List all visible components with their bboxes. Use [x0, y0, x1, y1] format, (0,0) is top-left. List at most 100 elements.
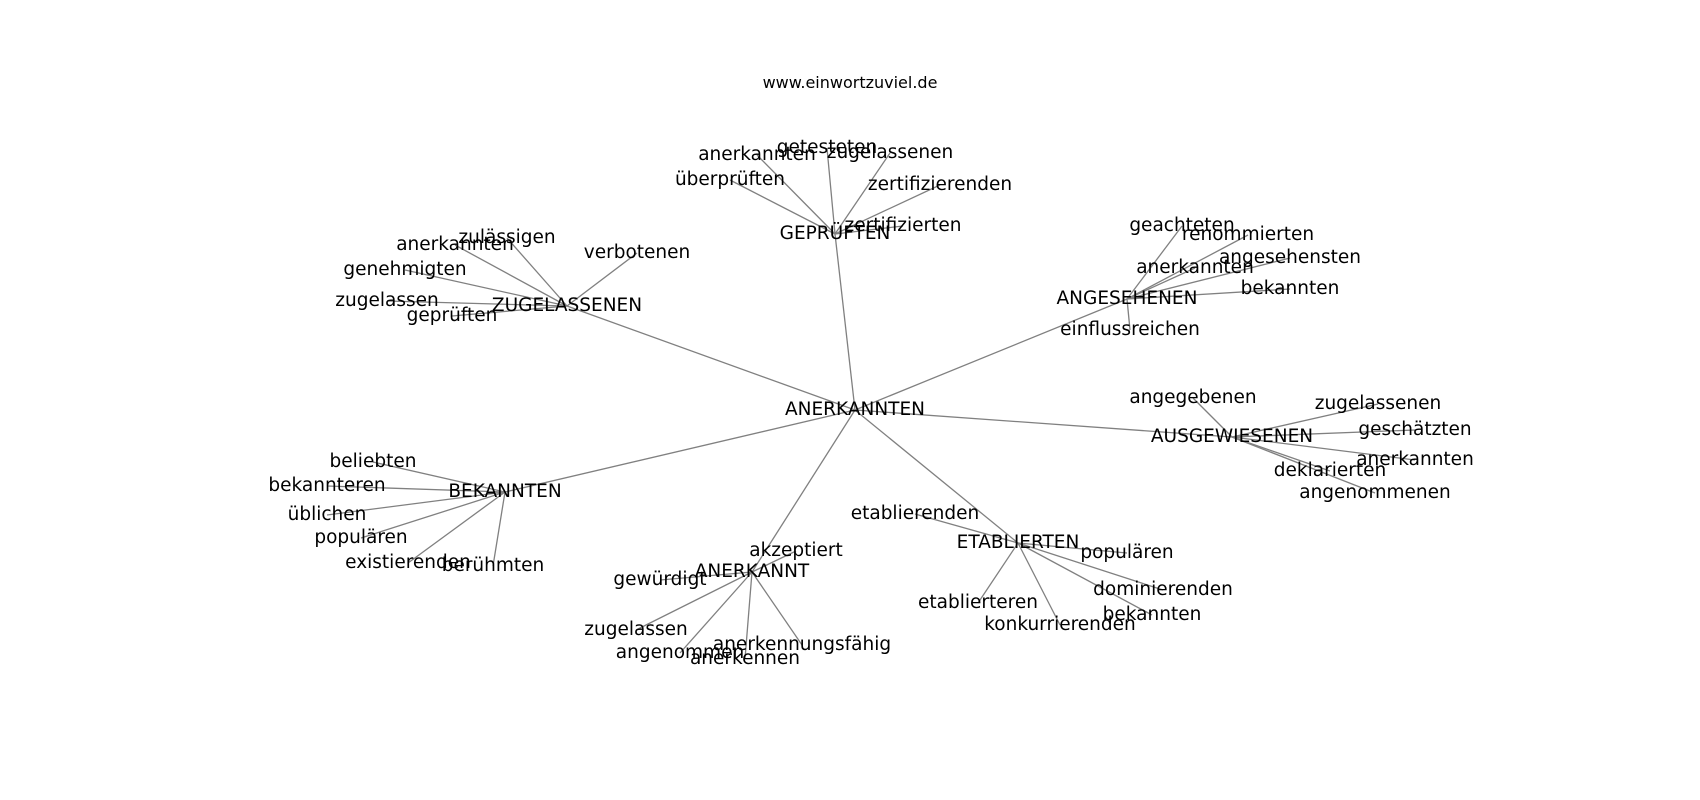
leaf-node-label: zulässigen [458, 227, 555, 248]
edge-hub-leaf [977, 542, 1019, 604]
edge-hub-leaf [1017, 542, 1128, 554]
leaf-node-label: beliebten [330, 451, 417, 472]
hub-node-label: ETABLIERTEN [957, 532, 1080, 553]
leaf-node-label: angegebenen [1129, 387, 1256, 408]
graph-nodes: ANERKANNTENGEPRÜFTENgetestetenanerkannte… [268, 137, 1473, 669]
leaf-node-label: zugelassen [335, 290, 438, 311]
edge-hub-leaf [1126, 288, 1291, 300]
edge-hub-leaf [404, 269, 568, 307]
edge-hub-leaf [729, 179, 836, 235]
hub-node-label: AUSGEWIESENEN [1151, 426, 1313, 447]
leaf-node-label: bekannten [1103, 604, 1202, 625]
leaf-node-label: üblichen [288, 504, 367, 525]
edge-hub-leaf [751, 571, 803, 646]
leaf-node-label: existierenden [345, 552, 471, 573]
edge-hub-leaf [566, 252, 638, 307]
leaf-node-label: zugelassenen [827, 142, 954, 163]
leaf-node-label: anerkannten [698, 144, 816, 165]
leaf-node-label: anerkannten [396, 234, 514, 255]
edge-hub-leaf [659, 571, 753, 581]
edge-hub-leaf [744, 571, 753, 660]
site-url-title: www.einwortzuviel.de [763, 73, 938, 92]
leaf-node-label: dominierenden [1093, 579, 1233, 600]
leaf-node-label: getesteten [777, 137, 877, 158]
edge-hub-leaf [454, 244, 568, 307]
edge-hub-leaf [1126, 298, 1131, 331]
leaf-node-label: bekannten [1241, 278, 1340, 299]
leaf-node-label: zugelassen [584, 619, 687, 640]
root-node-label: ANERKANNTEN [785, 399, 925, 420]
edge-hub-leaf [1231, 436, 1416, 461]
edge-hub-leaf [372, 461, 506, 493]
leaf-node-label: etablierenden [851, 503, 980, 524]
edge-hub-leaf [834, 225, 904, 235]
hub-node-label: ANGESEHENEN [1057, 288, 1198, 309]
leaf-node-label: renommierten [1182, 224, 1314, 245]
edge-root-hub [751, 409, 856, 573]
leaf-node-label: etablierteren [918, 592, 1038, 613]
edge-root-hub [854, 298, 1128, 411]
leaf-node-label: anerkennen [690, 648, 800, 669]
hub-node-label: ANERKANNT [695, 561, 810, 582]
edge-hub-leaf [635, 571, 753, 631]
leaf-node-label: anerkannten [1136, 257, 1254, 278]
edge-hub-leaf [1231, 403, 1379, 438]
hub-node-label: GEPRÜFTEN [780, 222, 891, 244]
edge-hub-leaf [756, 154, 836, 235]
edge-hub-leaf [834, 152, 891, 235]
edge-hub-leaf [407, 491, 506, 564]
leaf-node-label: genehmigten [343, 259, 466, 280]
edge-hub-leaf [492, 491, 506, 567]
leaf-node-label: angesehensten [1219, 247, 1361, 268]
leaf-node-label: anerkannten [1356, 449, 1474, 470]
edge-root-hub [504, 409, 856, 493]
edge-hub-leaf [1017, 542, 1164, 591]
leaf-node-label: populären [1080, 542, 1173, 563]
leaf-node-label: zertifizierenden [868, 174, 1012, 195]
leaf-node-label: zertifizierten [845, 215, 962, 236]
leaf-node-label: geachteten [1129, 215, 1234, 236]
hub-node-label: ZUGELASSENEN [492, 295, 642, 316]
edge-hub-leaf [451, 305, 568, 317]
edge-hub-leaf [1231, 436, 1376, 494]
edge-hub-leaf [1126, 225, 1183, 300]
leaf-node-label: verbotenen [584, 242, 690, 263]
edge-hub-leaf [506, 237, 568, 307]
edge-hub-leaf [1231, 429, 1416, 438]
leaf-node-label: akzeptiert [749, 540, 843, 561]
edge-hub-leaf [326, 491, 506, 516]
edge-hub-leaf [834, 184, 941, 235]
edge-hub-leaf [1231, 436, 1331, 472]
edge-hub-leaf [914, 513, 1019, 544]
edge-root-hub [854, 409, 1233, 438]
leaf-node-label: zugelassenen [1315, 393, 1442, 414]
leaf-node-label: gewürdigt [613, 569, 706, 590]
hub-node-label: BEKANNTEN [448, 481, 561, 502]
leaf-node-label: überprüften [675, 169, 785, 190]
edge-hub-leaf [386, 300, 568, 307]
leaf-node-label: anerkennungsfähig [713, 634, 891, 655]
leaf-node-label: angenommen [616, 642, 744, 663]
edge-hub-leaf [360, 491, 506, 539]
graph-edges [326, 147, 1416, 660]
edge-hub-leaf [1017, 542, 1153, 616]
edge-hub-leaf [1126, 234, 1249, 300]
edge-hub-leaf [1192, 397, 1233, 438]
edge-hub-leaf [1017, 542, 1061, 626]
leaf-node-label: populären [314, 527, 407, 548]
edge-root-hub [566, 305, 856, 411]
edge-hub-leaf [1126, 257, 1291, 300]
leaf-node-label: geschätzten [1358, 419, 1471, 440]
leaf-node-label: konkurrierenden [984, 614, 1136, 635]
edge-hub-leaf [751, 550, 797, 573]
leaf-node-label: angenommenen [1299, 482, 1451, 503]
edge-root-hub [834, 233, 856, 411]
edge-hub-leaf [326, 485, 506, 493]
leaf-node-label: deklarierten [1274, 460, 1386, 481]
edge-hub-leaf [1126, 267, 1196, 300]
leaf-node-label: einflussreichen [1060, 319, 1200, 340]
leaf-node-label: geprüften [407, 305, 498, 326]
edge-hub-leaf [826, 147, 836, 235]
edge-hub-leaf [679, 571, 753, 654]
